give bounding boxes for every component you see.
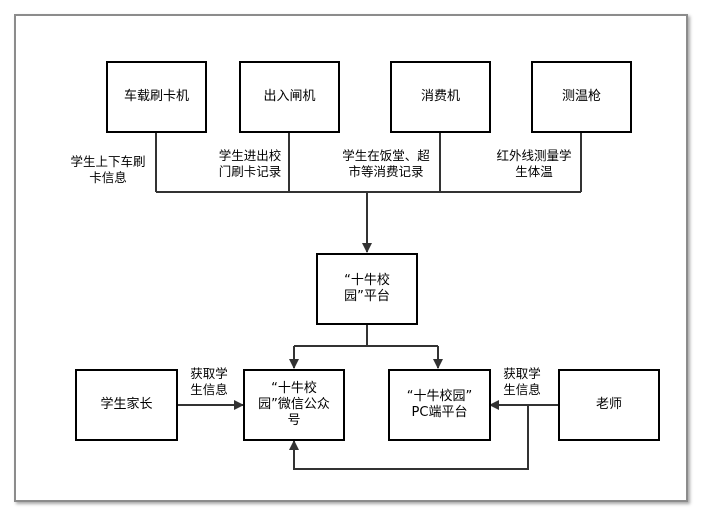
teacher-to-wechat-arrow [289, 405, 529, 470]
gate-edge-label: 学生进出校 门刷卡记录 [218, 148, 282, 179]
pos-machine-label: 消费机 [420, 89, 460, 104]
thermo-edge-label: 红外线测量学 生体温 [496, 148, 572, 179]
wechat-account-box: “十牛校 园”微信公众 号 [243, 369, 345, 441]
wechat-account-label: “十牛校 园”微信公众 号 [258, 381, 330, 428]
parent-label: 学生家长 [100, 397, 153, 412]
bus-card-reader-box: 车载刷卡机 [106, 61, 207, 133]
pc-platform-box: “十牛校园” PC端平台 [388, 369, 491, 441]
platform-box: “十牛校 园”平台 [316, 253, 418, 325]
teacher-edge-label: 获取学 生信息 [503, 366, 541, 397]
pos-machine-box: 消费机 [390, 61, 491, 133]
gate-machine-label: 出入闸机 [263, 89, 316, 104]
thermometer-label: 测温枪 [561, 89, 601, 104]
parent-edge-label: 获取学 生信息 [190, 366, 228, 397]
pc-platform-label: “十牛校园” PC端平台 [406, 389, 473, 420]
bus-edge-label: 学生上下车刷 卡信息 [70, 154, 146, 185]
bus-card-reader-label: 车载刷卡机 [123, 89, 189, 104]
parent-box: 学生家长 [75, 369, 178, 441]
teacher-label: 老师 [595, 397, 622, 412]
platform-label: “十牛校 园”平台 [344, 273, 390, 304]
teacher-box: 老师 [558, 369, 660, 441]
pos-edge-label: 学生在饭堂、超 市等消费记录 [342, 148, 430, 179]
thermometer-box: 测温枪 [531, 61, 632, 133]
gate-machine-box: 出入闸机 [239, 61, 340, 133]
